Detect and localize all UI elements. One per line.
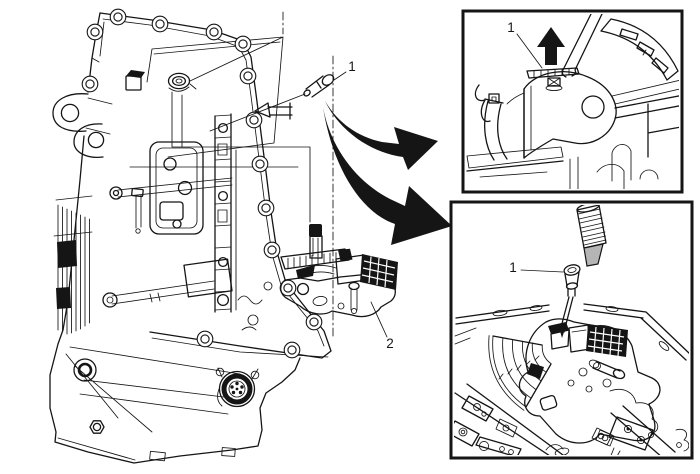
up-arrow-icon — [537, 27, 565, 65]
centerline-dash-dot — [282, 11, 334, 337]
callout-1-main: 1 — [348, 59, 356, 74]
transmission-case-drawing: 1 2 — [49, 8, 398, 464]
leader-callout-1-bottom-inset — [520, 269, 564, 273]
inset-top: 1 — [461, 9, 684, 194]
installer-tool — [576, 205, 607, 267]
round-connector — [215, 367, 260, 408]
inset-bottom: 1 — [449, 200, 694, 460]
callout-1-bottom-inset: 1 — [509, 260, 517, 275]
lifted-clip — [526, 67, 580, 92]
detent-pin — [209, 74, 335, 132]
spacer-plate-outline — [146, 36, 284, 158]
inset-bottom-frame — [449, 200, 694, 460]
leader-lines — [129, 91, 311, 223]
inset-top-frame — [461, 9, 684, 194]
curved-arrow-to-bottom-inset — [323, 107, 452, 245]
leader-callout-2-main — [370, 301, 388, 338]
flow-arrow-glyph — [254, 102, 293, 120]
detent-pin-inset — [559, 264, 581, 338]
park-switch-assembly — [263, 224, 398, 318]
oil-pan — [57, 346, 241, 462]
bolt-holes — [81, 8, 323, 359]
curved-arrow-to-top-inset — [325, 101, 438, 170]
leader-callout-1-top-inset — [516, 33, 543, 69]
callout-2-main: 2 — [386, 336, 394, 351]
leader-callout-1-main — [333, 71, 347, 81]
detent-sector — [488, 335, 552, 411]
callout-1-top-inset: 1 — [507, 20, 515, 35]
pin-bore-boss — [167, 72, 197, 92]
case-rib-texture — [53, 195, 93, 335]
